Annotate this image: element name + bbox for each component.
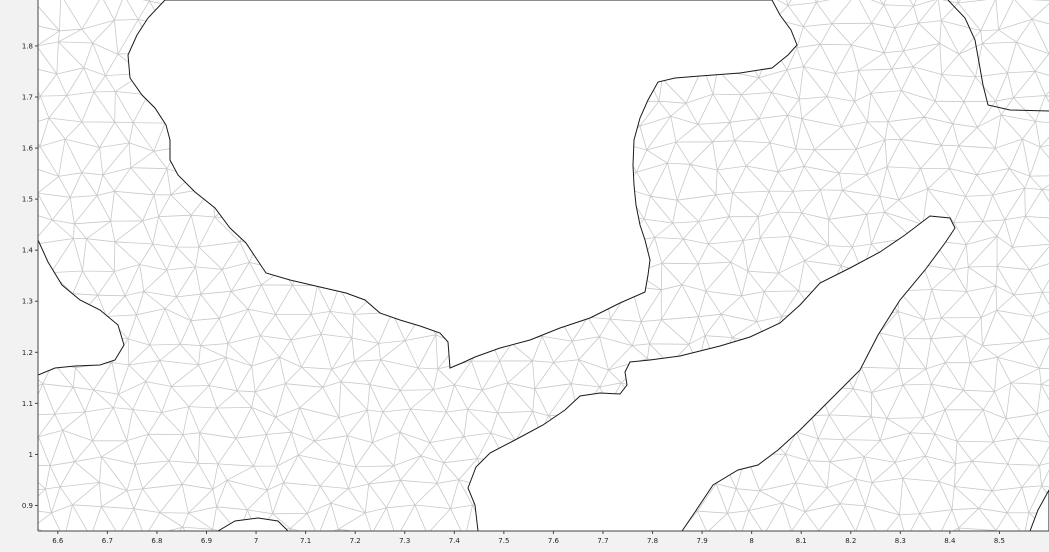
y-tick-label: 1.3: [22, 298, 33, 306]
x-tick-label: 8: [749, 537, 753, 545]
x-tick-label: 7.3: [399, 537, 410, 545]
x-tick-label: 7.4: [449, 537, 461, 545]
y-tick-label: 1: [29, 451, 33, 459]
x-tick-label: 7: [254, 537, 258, 545]
x-tick-label: 7.8: [647, 537, 658, 545]
x-tick-label: 8.4: [944, 537, 956, 545]
x-tick-label: 7.6: [548, 537, 560, 545]
x-tick-label: 8.5: [994, 537, 1005, 545]
x-tick-label: 8.3: [895, 537, 906, 545]
x-tick-label: 8.2: [845, 537, 856, 545]
boundary-layer: [947, 0, 1049, 112]
boundary-top-right: [947, 0, 1049, 112]
y-tick-label: 1.8: [22, 42, 33, 50]
x-tick-label: 6.8: [151, 537, 162, 545]
y-tick-label: 1.2: [22, 349, 33, 357]
y-tick-label: 1.1: [22, 400, 33, 408]
x-tick-label: 6.6: [52, 537, 64, 545]
hole-right-channel: [467, 215, 956, 531]
x-axis-ticks: 6.6 6.7 6.8 6.9 7 7.1 7.2 7.3 7.4 7.5 7.6 7.7 7.8 7.9…: [52, 531, 1005, 545]
x-tick-label: 7.2: [350, 537, 361, 545]
hole-right-edge: [1029, 489, 1049, 531]
x-tick-label: 7.5: [498, 537, 509, 545]
x-tick-label: 8.1: [796, 537, 807, 545]
y-tick-label: 1.4: [22, 247, 34, 255]
x-tick-label: 7.9: [697, 537, 708, 545]
y-axis-ticks: 0.9 1 1.1 1.2 1.3 1.4 1.5 1.6 1.7 1.8: [22, 42, 38, 510]
x-tick-label: 6.9: [201, 537, 212, 545]
holes-layer: [38, 0, 1049, 531]
x-tick-label: 7.7: [597, 537, 608, 545]
hole-bottom-bump: [217, 517, 289, 531]
y-tick-label: 1.7: [22, 94, 33, 102]
hole-left-pocket: [38, 239, 125, 376]
hole-upper-left-lake: [127, 0, 798, 369]
y-tick-label: 0.9: [22, 502, 33, 510]
x-tick-label: 7.1: [300, 537, 311, 545]
y-tick-label: 1.6: [22, 145, 34, 153]
x-tick-label: 6.7: [102, 537, 113, 545]
y-tick-label: 1.5: [22, 196, 33, 204]
